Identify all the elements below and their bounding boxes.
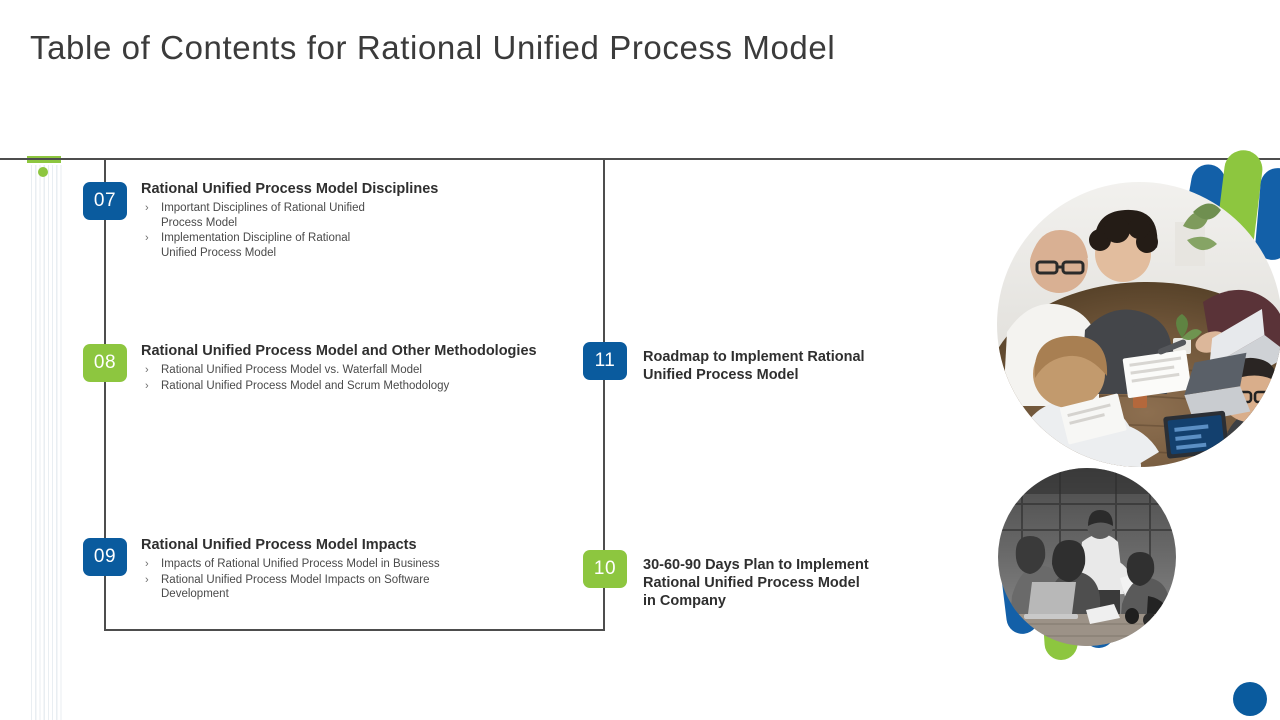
- toc-heading-09: Rational Unified Process Model Impacts: [141, 537, 417, 553]
- chevron-right-icon: ›: [145, 379, 149, 392]
- toc-heading-08: Rational Unified Process Model and Other…: [141, 343, 537, 359]
- bullet-text: Important Disciplines of Rational Unifie…: [161, 202, 365, 229]
- toc-number-badge-07: 07: [83, 182, 127, 220]
- chevron-right-icon: ›: [145, 573, 149, 586]
- connector-line-bottom: [104, 629, 605, 631]
- blue-dot-decoration: [1233, 682, 1267, 716]
- toc-heading-10: 30-60-90 Days Plan to Implement Rational…: [643, 557, 869, 609]
- chevron-right-icon: ›: [145, 558, 149, 570]
- connector-line-left-vertical: [104, 158, 106, 631]
- list-item: › Rational Unified Process Model Impacts …: [141, 573, 611, 602]
- toc-bullet-list-08: › Rational Unified Process Model vs. Wate…: [141, 363, 671, 393]
- toc-entry-body-11: Roadmap to Implement Rational Unified Pr…: [643, 348, 943, 384]
- toc-entry-body-10: 30-60-90 Days Plan to Implement Rational…: [643, 556, 943, 610]
- toc-bullet-list-09: › Impacts of Rational Unified Process Mod…: [141, 557, 611, 602]
- green-accent-dot: [38, 167, 48, 177]
- toc-heading-11: Roadmap to Implement Rational Unified Pr…: [643, 349, 865, 383]
- list-item: › Rational Unified Process Model and Scru…: [141, 379, 671, 394]
- toc-entry-body-08: Rational Unified Process Model and Other…: [141, 342, 671, 394]
- office-workspace-photo: [998, 468, 1176, 646]
- toc-entry-body-07: Rational Unified Process Model Disciplin…: [141, 180, 591, 261]
- bullet-text: Implementation Discipline of Rational Un…: [161, 232, 351, 259]
- list-item: › Rational Unified Process Model vs. Wate…: [141, 363, 671, 378]
- list-item: › Implementation Discipline of Rational U…: [141, 231, 591, 260]
- bullet-text: Rational Unified Process Model and Scrum…: [161, 379, 450, 392]
- toc-heading-07: Rational Unified Process Model Disciplin…: [141, 181, 439, 197]
- toc-number-badge-08: 08: [83, 344, 127, 382]
- toc-number-badge-11: 11: [583, 342, 627, 380]
- bullet-text: Rational Unified Process Model Impacts o…: [161, 573, 430, 601]
- toc-number-badge-09: 09: [83, 538, 127, 576]
- list-item: › Important Disciplines of Rational Unifi…: [141, 201, 591, 230]
- office-workspace-photo-graphic: [998, 468, 1176, 646]
- toc-bullet-list-07: › Important Disciplines of Rational Unifi…: [141, 201, 591, 260]
- connector-line-top: [0, 158, 1280, 160]
- list-item: › Impacts of Rational Unified Process Mod…: [141, 557, 611, 572]
- bullet-text: Rational Unified Process Model vs. Water…: [161, 364, 422, 376]
- toc-entry-body-09: Rational Unified Process Model Impacts ›…: [141, 536, 611, 603]
- bullet-text: Impacts of Rational Unified Process Mode…: [161, 558, 440, 570]
- team-meeting-photo: [997, 182, 1280, 467]
- chevron-right-icon: ›: [145, 202, 149, 214]
- team-meeting-photo-graphic: [997, 182, 1280, 467]
- page-title: Table of Contents for Rational Unified P…: [30, 29, 836, 66]
- chevron-right-icon: ›: [145, 364, 149, 376]
- chevron-right-icon: ›: [145, 232, 149, 244]
- connector-line-middle-vertical: [603, 158, 605, 631]
- toc-number-badge-10: 10: [583, 550, 627, 588]
- left-stripe-decoration: [28, 165, 64, 720]
- decorative-artwork-cluster: [980, 148, 1280, 662]
